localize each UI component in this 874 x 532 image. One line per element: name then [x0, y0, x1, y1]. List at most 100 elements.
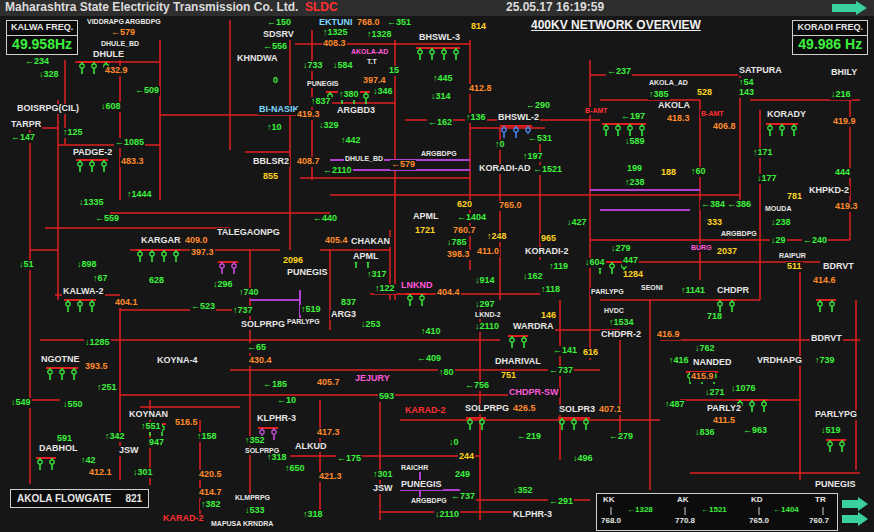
station-name: APML: [352, 252, 380, 262]
breaker-symbol: [560, 420, 564, 424]
flow-value: ↑519: [300, 305, 322, 315]
flow-value: ←10: [276, 396, 297, 406]
station-name: DHULE: [92, 50, 125, 60]
voltage-value: 430.4: [248, 356, 273, 366]
flow-value: ↑158: [196, 432, 218, 442]
flow-value: ↑197: [522, 152, 544, 162]
station-name: DHULE_BD: [100, 40, 140, 48]
flow-value: ←197: [620, 112, 646, 122]
flow-value: ←737: [450, 492, 476, 502]
flow-value: ↓914: [474, 276, 496, 286]
breaker-symbol: [66, 302, 70, 306]
voltage-value: 516.5: [174, 418, 199, 428]
flow-value: ↓51: [18, 260, 35, 270]
breaker-symbol: [828, 442, 832, 446]
station-name: LNKND: [400, 281, 434, 291]
power-value: 146: [540, 311, 557, 321]
flow-value: ↓301: [132, 468, 154, 478]
power-value: 814: [470, 22, 487, 32]
flow-value: ↓314: [430, 92, 452, 102]
station-name: CHDPR: [716, 286, 750, 296]
station-name: TARPR: [10, 120, 42, 130]
breaker-symbol: [442, 50, 446, 54]
station-name: LKND-2: [474, 311, 502, 319]
breaker-symbol: [102, 162, 106, 166]
flow-value: ↓162: [522, 272, 544, 282]
bus-bar: [258, 427, 278, 429]
flow-value: ←386: [726, 200, 752, 210]
station-name: PARLYPG: [286, 318, 321, 326]
bus-bar: [816, 299, 836, 301]
flow-value: ←147: [10, 133, 36, 143]
flow-value: ↓297: [474, 300, 496, 310]
power-value: 1284: [622, 270, 644, 280]
nav-arrow: [842, 497, 868, 511]
frequency-value: 49.958Hz: [7, 35, 77, 54]
flow-value: ↑119: [548, 262, 569, 272]
flow-value: ↓352: [512, 486, 534, 496]
flow-value: ←279: [608, 432, 634, 442]
voltage-value: 419.3: [296, 110, 321, 120]
voltage-value: 412.8: [468, 84, 493, 94]
station-name: SATPURA: [738, 66, 783, 76]
breaker-symbol: [502, 128, 506, 132]
voltage-value: 760.7: [452, 226, 477, 236]
station-name: SOLPR3: [558, 405, 596, 415]
station-name: KALWA-2: [62, 287, 105, 297]
flow-value: ↓2110: [434, 510, 460, 520]
breaker-symbol: [408, 296, 412, 300]
voltage-value: 408.7: [296, 157, 321, 167]
power-value: 511: [786, 262, 803, 272]
station-name: T.T: [366, 58, 378, 66]
breaker-symbol: [818, 302, 822, 306]
station-name: SOLPRPG: [464, 404, 510, 414]
table-cell: ←1328: [627, 506, 653, 515]
station-name: CHDPR-SW: [508, 388, 560, 398]
station-name: BURG: [690, 244, 713, 252]
station-name: PUNEGIS: [400, 480, 443, 490]
flow-value: ↑80: [438, 368, 455, 378]
table-cell: 768.0: [601, 517, 621, 526]
flow-value: ←1521: [532, 165, 563, 175]
station-name: KLPHR-3: [256, 414, 297, 424]
station-name: PARLYPG: [814, 410, 858, 420]
breaker-symbol: [522, 338, 526, 342]
station-name: ARGBDPG: [720, 230, 758, 238]
breaker-symbol: [510, 338, 514, 342]
breaker-symbol: [150, 252, 154, 256]
station-name: KLPHR-3: [512, 510, 553, 520]
voltage-value: 414.6: [812, 276, 837, 286]
flow-value: 143: [738, 88, 755, 98]
flow-value: ↑318: [266, 453, 288, 463]
power-value: 965: [540, 234, 557, 244]
breaker-symbol: [750, 402, 754, 406]
station-name: TALEGAONPG: [216, 228, 281, 238]
power-value: 620: [456, 200, 473, 210]
breaker-symbol: [420, 296, 424, 300]
header-text: 25.05.17 16:19:59: [505, 1, 605, 14]
voltage-value: 417.3: [316, 428, 341, 438]
flow-value: ←141: [552, 346, 578, 356]
flow-value: 718: [706, 312, 723, 322]
flow-value: ↑551: [140, 422, 162, 432]
voltage-value: 411.0: [476, 247, 500, 257]
breaker-symbol: [762, 402, 766, 406]
breaker-symbol: [90, 162, 94, 166]
flow-value: ←559: [94, 214, 120, 224]
bus-bar: [602, 123, 646, 125]
breaker-symbol: [260, 430, 264, 434]
flow-value: ↓1285: [84, 338, 111, 348]
flow-value: ↓762: [694, 344, 716, 354]
bus-bar: [36, 457, 56, 459]
table-cell: AK: [677, 496, 689, 505]
station-name: PUNEGIS: [286, 268, 329, 278]
power-value: 333: [706, 218, 723, 228]
station-name: AKOLA-AD: [350, 48, 389, 56]
breaker-symbol: [418, 50, 422, 54]
flow-value: ↓427: [566, 218, 588, 228]
breaker-symbol: [430, 50, 434, 54]
flow-value: ↑125: [62, 128, 84, 138]
station-name: KORADI-AD: [478, 164, 532, 174]
flow-value: ↑837: [310, 97, 332, 107]
